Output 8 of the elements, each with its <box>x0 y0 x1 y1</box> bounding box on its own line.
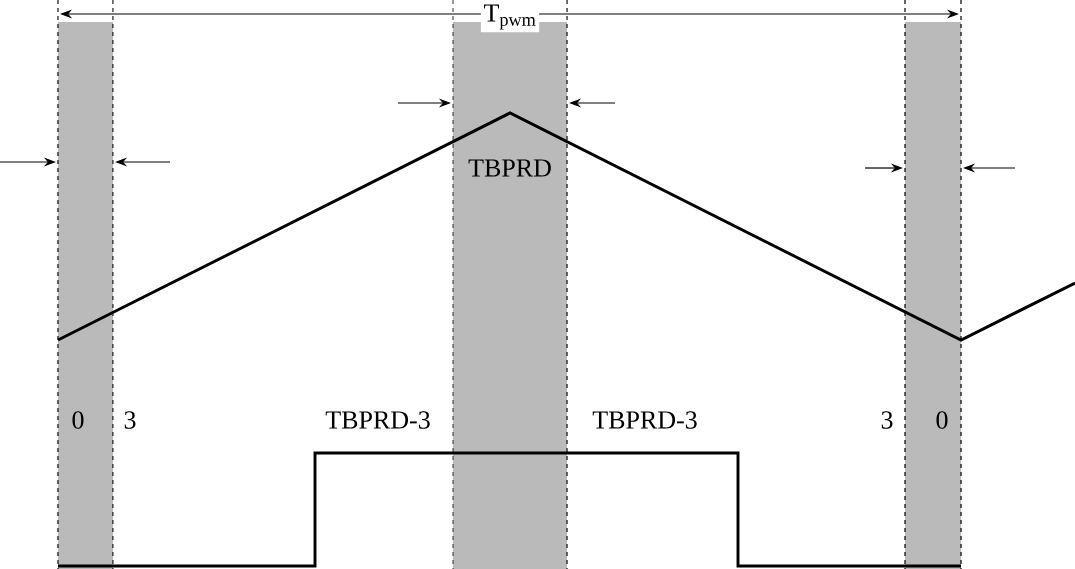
text-label: 3 <box>881 411 893 429</box>
text-label: TBPRD-3 <box>592 411 697 429</box>
text-label: 0 <box>72 411 84 429</box>
text-label: 0 <box>936 411 948 429</box>
text-label: T$_{pwm}$ <box>480 1 540 33</box>
text-label: 3 <box>124 411 136 429</box>
text-label: TBPRD <box>468 159 551 177</box>
text-label: TBPRD-3 <box>325 411 430 429</box>
